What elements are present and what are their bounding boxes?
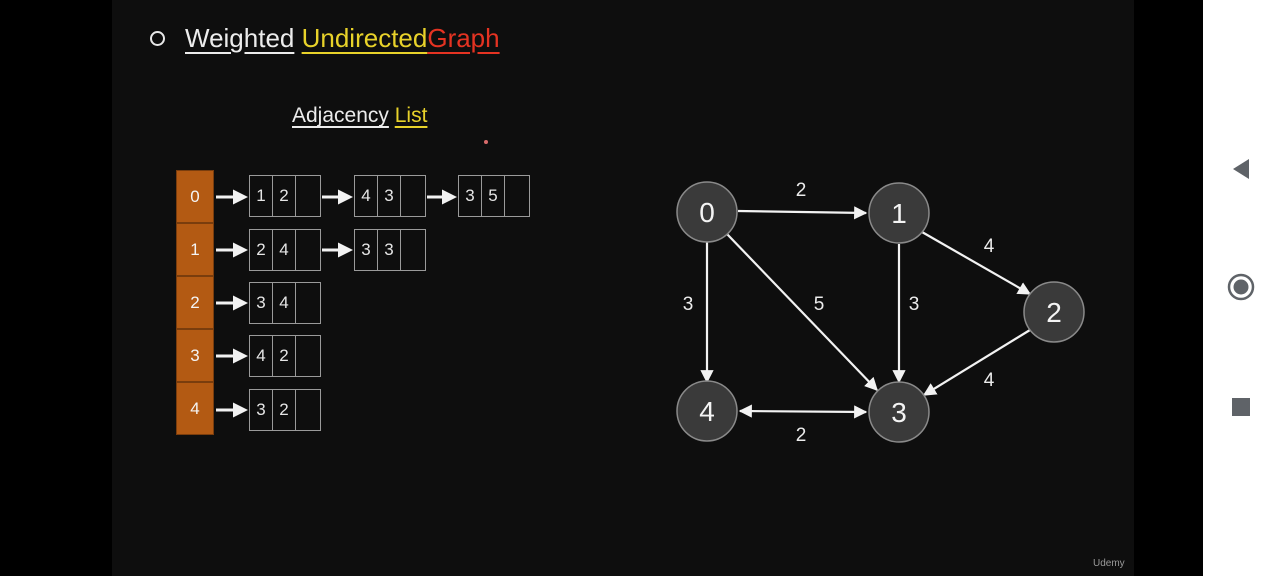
title-word-weighted: Weighted	[185, 22, 295, 53]
index-cell-4: 4	[176, 382, 214, 435]
vertex-3	[868, 381, 930, 443]
list-node: 4 2	[249, 335, 321, 377]
vertex-label-2: 2	[1046, 297, 1062, 328]
node-vertex: 3	[250, 283, 273, 323]
bullet-icon	[150, 30, 165, 46]
node-weight: 3	[378, 176, 401, 216]
back-icon[interactable]	[1227, 155, 1255, 183]
vertex-label-1: 1	[891, 198, 907, 229]
title-word-graph: Graph	[427, 22, 500, 53]
title-word-undirected: Undirected	[301, 22, 428, 53]
index-cell-2: 2	[176, 276, 214, 329]
edge-weight-1-3: 3	[909, 294, 920, 315]
list-node: 3 2	[249, 389, 321, 431]
node-vertex: 3	[250, 390, 273, 430]
slide-title: Weighted UndirectedGraph	[150, 18, 500, 58]
vertex-1	[868, 182, 930, 244]
video-frame[interactable]	[112, 0, 1134, 576]
recents-icon[interactable]	[1231, 397, 1251, 417]
edge-weight-0-1: 2	[796, 180, 807, 201]
edge-weight-2-3: 4	[984, 370, 995, 391]
vertex-2	[1023, 281, 1085, 343]
heading-word-adjacency: Adjacency	[292, 104, 389, 127]
index-cell-3: 3	[176, 329, 214, 382]
adjacency-list-heading: Adjacency List	[292, 104, 427, 128]
edge-weight-4-3: 2	[796, 425, 807, 446]
list-node: 2 4	[249, 229, 321, 271]
navigation-bar	[1203, 0, 1280, 576]
vertex-label-3: 3	[891, 397, 907, 428]
list-node: 3 5	[458, 175, 530, 217]
edge-0-3	[726, 233, 878, 391]
edge-weight-1-2: 4	[984, 236, 995, 257]
edge-2-3	[922, 329, 1031, 396]
node-weight: 5	[482, 176, 505, 216]
node-vertex: 2	[250, 230, 273, 270]
udemy-watermark: Udemy	[1093, 558, 1125, 569]
list-node: 4 3	[354, 175, 426, 217]
list-node: 3 4	[249, 282, 321, 324]
node-vertex: 3	[355, 230, 378, 270]
heading-word-list: List	[394, 104, 428, 127]
node-vertex: 4	[250, 336, 273, 376]
node-weight: 3	[378, 230, 401, 270]
edge-weight-0-3: 5	[814, 294, 825, 315]
node-weight: 4	[273, 230, 296, 270]
cursor-dot	[484, 140, 488, 144]
node-weight: 2	[273, 390, 296, 430]
edge-1-2	[921, 231, 1032, 295]
edge-0-1	[737, 206, 868, 220]
node-weight: 4	[273, 283, 296, 323]
node-vertex: 1	[250, 176, 273, 216]
vertex-label-0: 0	[699, 197, 715, 228]
index-cell-1: 1	[176, 223, 214, 276]
list-node: 1 2	[249, 175, 321, 217]
vertex-4	[676, 380, 738, 442]
edge-weight-0-4: 3	[683, 294, 694, 315]
index-cell-0: 0	[176, 170, 214, 223]
node-weight: 2	[273, 336, 296, 376]
node-vertex: 3	[459, 176, 482, 216]
vertex-label-4: 4	[699, 396, 715, 427]
home-icon[interactable]	[1227, 273, 1255, 301]
title-text: Weighted UndirectedGraph	[185, 23, 500, 54]
list-node: 3 3	[354, 229, 426, 271]
node-weight: 2	[273, 176, 296, 216]
vertex-0	[676, 181, 738, 243]
node-vertex: 4	[355, 176, 378, 216]
edge-4-3	[738, 404, 868, 419]
